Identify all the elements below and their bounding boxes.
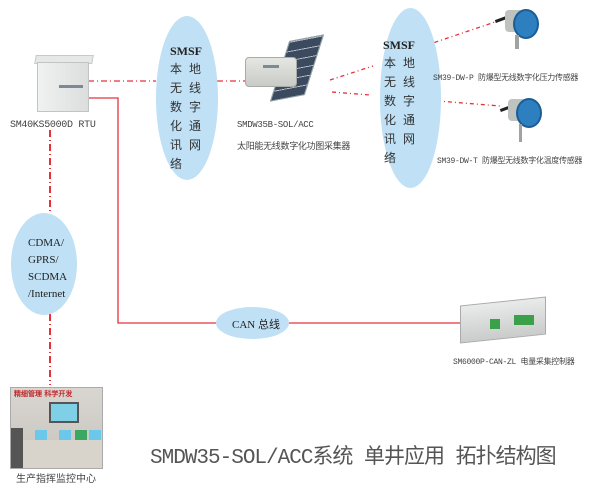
char: 本 bbox=[170, 62, 183, 76]
char: 字 bbox=[403, 94, 416, 108]
temperature-sensor-label: SM39-DW-T 防爆型无线数字化温度传感器 bbox=[437, 157, 583, 166]
network1-col1: 本 无 数 化 讯 络 bbox=[170, 60, 182, 174]
cellular-network-text: CDMA/ GPRS/ SCDMA /Internet bbox=[28, 235, 67, 303]
controller-label: SM6000P-CAN-ZL 电量采集控制器 bbox=[453, 358, 575, 367]
char: 化 bbox=[384, 113, 397, 127]
diagram-title: SMDW35-SOL/ACC系统 单井应用 拓扑结构图 bbox=[150, 447, 557, 470]
wireless-network-bubble-1 bbox=[156, 16, 218, 180]
network2-col2: 地 线 字 通 网 bbox=[403, 54, 415, 149]
power-controller-image bbox=[460, 296, 546, 344]
char: 数 bbox=[170, 100, 183, 114]
char: 地 bbox=[403, 56, 416, 70]
char: 线 bbox=[403, 75, 416, 89]
char: 通 bbox=[189, 119, 202, 133]
char: 网 bbox=[189, 138, 202, 152]
char: 通 bbox=[403, 113, 416, 127]
char: 无 bbox=[384, 75, 397, 89]
collector-description: 太阳能无线数字化功图采集器 bbox=[237, 142, 351, 152]
net-line: SCDMA bbox=[28, 271, 68, 283]
char: 络 bbox=[384, 151, 397, 165]
rtu-cabinet-image bbox=[34, 55, 94, 112]
char: 本 bbox=[384, 56, 397, 70]
collector-model: SMDW35B-SOL/ACC bbox=[237, 120, 314, 130]
wireless-link-network2-sensor-p bbox=[423, 21, 496, 47]
char: 无 bbox=[170, 81, 183, 95]
network2-col1: 本 无 数 化 讯 络 bbox=[384, 54, 396, 168]
pressure-sensor-label: SM39-DW-P 防爆型无线数字化压力传感器 bbox=[433, 74, 579, 83]
char: 络 bbox=[170, 157, 183, 171]
solar-collector-image bbox=[245, 34, 340, 102]
net-line: /Internet bbox=[28, 288, 66, 300]
network1-title: SMSF bbox=[170, 44, 203, 58]
net-line: CDMA/ bbox=[28, 237, 65, 249]
temperature-sensor-image bbox=[499, 95, 545, 143]
char: 讯 bbox=[384, 132, 397, 146]
control-center-banner: 精细管理 科学开发 bbox=[14, 390, 73, 398]
control-center-photo: 精细管理 科学开发 bbox=[10, 387, 103, 469]
can-bus-bubble bbox=[216, 307, 289, 339]
char: 数 bbox=[384, 94, 397, 108]
wireless-network-bubble-2 bbox=[380, 8, 441, 188]
network2-title: SMSF bbox=[383, 38, 416, 52]
char: 线 bbox=[189, 81, 202, 95]
pressure-sensor-image bbox=[494, 6, 540, 51]
char: 字 bbox=[189, 100, 202, 114]
control-center-label: 生产指挥监控中心 bbox=[16, 474, 96, 485]
char: 网 bbox=[403, 132, 416, 146]
char: 地 bbox=[189, 62, 202, 76]
can-bus-wire bbox=[82, 97, 216, 324]
rtu-label: SM40KS5000D RTU bbox=[10, 120, 96, 131]
network1-col2: 地 线 字 通 网 bbox=[189, 60, 201, 155]
net-line: GPRS/ bbox=[28, 254, 59, 266]
wireless-link-collector-network2-a bbox=[329, 65, 374, 81]
char: 化 bbox=[170, 119, 183, 133]
can-bus-label: CAN 总线 bbox=[232, 319, 280, 331]
cellular-network-bubble bbox=[11, 213, 77, 315]
char: 讯 bbox=[170, 138, 183, 152]
